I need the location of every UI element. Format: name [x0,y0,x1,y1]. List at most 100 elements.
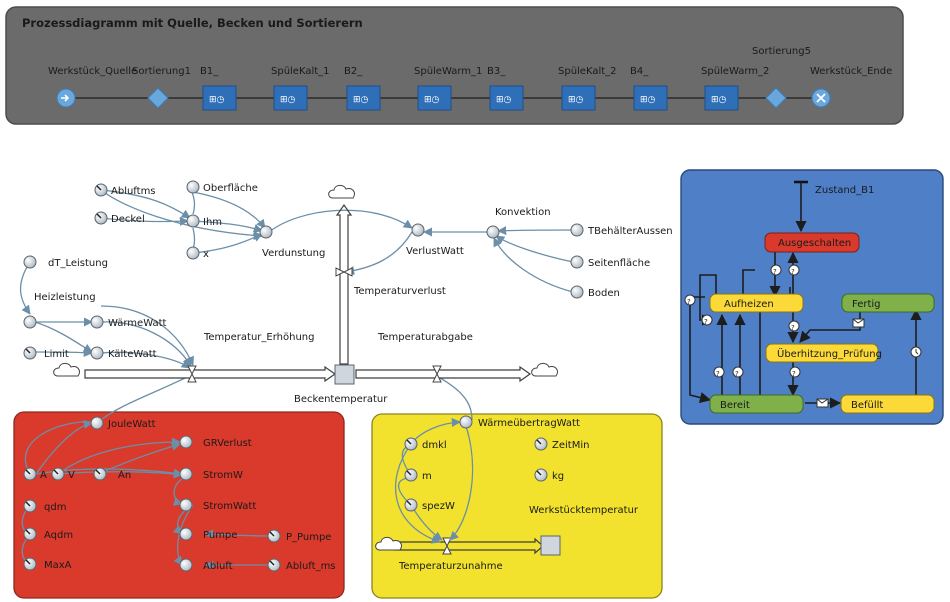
var-limit[interactable]: Limit [44,349,69,360]
state-bereit[interactable]: Bereit [709,394,804,414]
var-kaeltewatt[interactable]: KälteWatt [108,349,157,360]
stock-werkstuecktemperatur[interactable] [540,535,561,556]
svg-text:?: ? [687,298,691,306]
var-nodes [23,180,584,360]
svg-text:?: ? [704,318,708,326]
var-waermeuebertragwatt[interactable]: WärmeübertragWatt [478,418,580,429]
label-b3: B3_ [487,66,506,77]
state-ausgeschalten-label: Ausgeschalten [778,238,851,249]
var-qdm[interactable]: qdm [44,502,66,513]
var-p-pumpe[interactable]: P_Pumpe [286,532,331,543]
flow-temperaturverlust[interactable] [335,203,353,365]
cloud-icon [53,362,80,377]
cloud-icon [531,362,558,377]
stock-beckentemperatur[interactable] [334,364,355,385]
flow-temperatur-erhoehung[interactable] [84,365,337,383]
var-aqdm[interactable]: Aqdm [44,530,73,541]
state-befuellt-label: Befüllt [851,400,883,411]
svg-text:?: ? [773,268,777,276]
tank-node-spuelewarm-2[interactable]: ⊞◷ [704,85,739,111]
var-deckel[interactable]: Deckel [111,214,145,225]
var-kg[interactable]: kg [552,471,564,482]
state-ausgeschalten[interactable]: Ausgeschalten [764,232,860,253]
var-a[interactable]: A [40,470,47,481]
stock-label-werkstuecktemperatur: Werkstücktemperatur [529,505,639,516]
var-abluftms[interactable]: Abluftms [111,186,156,197]
red-box-nodes [23,416,281,572]
svg-text:?: ? [791,268,795,276]
var-seitenflaeche[interactable]: Seitenfläche [588,258,650,269]
tank-node-spuelewarm-1[interactable]: ⊞◷ [417,85,452,111]
label-spuelewarm-2: SpüleWarm_2 [701,66,769,77]
flow-label-temperaturabgabe: Temperaturabgabe [377,332,473,343]
var-abluft[interactable]: Abluft [203,561,233,572]
var-oberflaeche[interactable]: Oberfläche [203,183,258,194]
label-b4: B4_ [630,66,649,77]
state-transitions [689,180,922,409]
state-aufheizen[interactable]: Aufheizen [709,293,804,313]
label-sortierung5: Sortierung5 [752,46,811,57]
flow-temperaturzunahme[interactable] [394,537,544,555]
var-stromw[interactable]: StromW [203,470,243,481]
state-aufheizen-label: Aufheizen [724,299,774,310]
svg-text:⊞◷: ⊞◷ [496,95,512,105]
var-grverlust[interactable]: GRVerlust [203,438,252,449]
state-fertig-label: Fertig [852,299,881,310]
var-v[interactable]: V [68,470,75,481]
var-waermewatt[interactable]: WärmeWatt [108,318,167,329]
statechart-panel [680,169,944,425]
influence-links [19,189,574,421]
svg-text:⊞◷: ⊞◷ [640,95,656,105]
sink-node[interactable] [811,88,831,108]
var-pumpe[interactable]: Pumpe [203,530,237,541]
var-stromwatt[interactable]: StromWatt [203,501,256,512]
label-werkstueck-quelle: Werkstück_Quelle [48,66,137,77]
var-an[interactable]: An [118,470,131,481]
tank-node-b1[interactable]: ⊞◷ [202,85,237,111]
state-ueberhitzung-label: Überhitzung_Prüfung [777,347,882,360]
svg-text:⊞◷: ⊞◷ [353,95,369,105]
var-heizleistung[interactable]: Heizleistung [34,292,96,303]
flow-label-temperaturverlust: Temperaturverlust [353,286,446,297]
svg-text:?: ? [791,324,795,332]
stock-label-beckentemperatur: Beckentemperatur [294,394,388,405]
tank-node-spuelekalt-1[interactable]: ⊞◷ [273,85,308,111]
svg-text:⊞◷: ⊞◷ [568,95,584,105]
var-m[interactable]: m [422,471,432,482]
tank-node-spuelekalt-2[interactable]: ⊞◷ [561,85,596,111]
tank-node-b3[interactable]: ⊞◷ [489,85,524,111]
var-boden[interactable]: Boden [588,288,620,299]
var-tbehaelteraussen[interactable]: TBehälterAussen [587,226,673,237]
red-box-links [21,419,269,570]
var-abluft-ms[interactable]: Abluft_ms [286,561,336,572]
var-spezw[interactable]: spezW [422,501,455,512]
svg-text:?: ? [792,370,796,378]
var-joulewatt[interactable]: JouleWatt [107,419,156,430]
flow-label-temperaturzunahme: Temperaturzunahme [398,561,503,572]
label-spuelekalt-1: SpüleKalt_1 [271,66,330,77]
label-b1: B1_ [200,66,219,77]
state-fertig[interactable]: Fertig [841,293,935,313]
tank-node-b4[interactable]: ⊞◷ [633,85,668,111]
process-title: Prozessdiagramm mit Quelle, Becken und S… [22,16,363,30]
var-dt-leistung[interactable]: dT_Leistung [48,258,108,269]
var-dmkl[interactable]: dmkl [422,440,447,451]
state-befuellt[interactable]: Befüllt [840,394,935,414]
var-verlustwatt[interactable]: VerlustWatt [406,246,464,257]
var-x[interactable]: x [203,249,209,260]
state-ueberhitzung-pruefung[interactable]: Überhitzung_Prüfung [765,343,882,363]
sorter-node[interactable] [765,87,787,109]
tank-node-b2[interactable]: ⊞◷ [346,85,381,111]
svg-text:⊞◷: ⊞◷ [209,95,225,105]
sorter-node[interactable] [147,87,169,109]
var-zeitmin[interactable]: ZeitMin [552,440,589,451]
flow-temperaturabgabe[interactable] [355,365,532,383]
flow-label-temperatur-erhoehung: Temperatur_Erhöhung [203,332,314,343]
var-ihm[interactable]: Ihm [203,217,222,228]
yellow-box-nodes [404,415,548,512]
var-maxa[interactable]: MaxA [44,560,72,571]
var-verdunstung[interactable]: Verdunstung [262,248,325,259]
var-konvektion[interactable]: Konvektion [495,207,551,218]
state-bereit-label: Bereit [720,400,750,411]
source-node[interactable] [56,88,76,108]
